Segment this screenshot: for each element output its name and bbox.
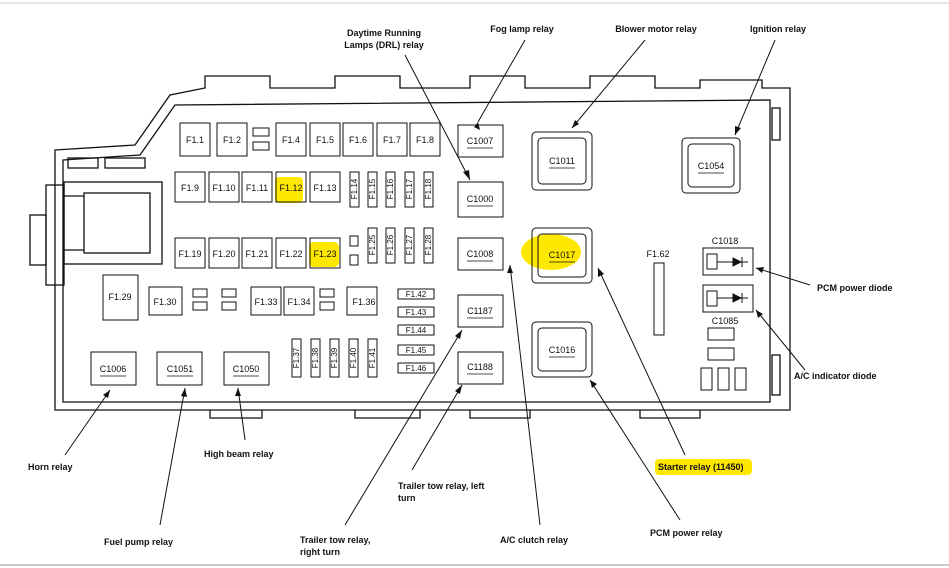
fuse-f1-28: F1.28: [424, 234, 433, 255]
label-trailer-right-line1: Trailer tow relay,: [300, 535, 370, 545]
label-ac-indicator-diode: A/C indicator diode: [794, 371, 877, 381]
fuse-f1-42: F1.42: [406, 290, 427, 299]
fuse-f1-1: F1.1: [186, 135, 204, 145]
highlight-marks: [275, 177, 752, 475]
fuse-f1-41: F1.41: [368, 347, 377, 368]
fuse-f1-36: F1.36: [352, 297, 375, 307]
fuse-f1-34: F1.34: [287, 297, 310, 307]
label-trailer-right-line2: right turn: [300, 547, 340, 557]
fuse-f1-44: F1.44: [406, 326, 427, 335]
label-fuel-pump-relay: Fuel pump relay: [104, 537, 173, 547]
diode-area: [653, 247, 754, 391]
fuse-row-fourth: [102, 274, 435, 378]
fuse-f1-45: F1.45: [406, 346, 427, 355]
connector-c1187: C1187: [467, 306, 493, 316]
connector-c1085: C1085: [712, 316, 739, 326]
fuse-f1-19: F1.19: [178, 249, 201, 259]
fuse-f1-17: F1.17: [405, 178, 414, 199]
fuse-f1-4: F1.4: [282, 135, 300, 145]
fuse-f1-40: F1.40: [349, 347, 358, 368]
fuse-f1-11: F1.11: [246, 183, 268, 193]
connector-c1188: C1188: [467, 362, 493, 372]
highlight-f1-12: [275, 177, 303, 203]
fuse-f1-2: F1.2: [223, 135, 241, 145]
relay-row-bottom-left: [90, 351, 270, 386]
fuse-f1-23: F1.23: [313, 249, 336, 259]
highlight-c1017: [521, 234, 581, 270]
fuse-f1-20: F1.20: [212, 249, 235, 259]
connector-c1054: C1054: [698, 161, 725, 171]
fuse-f1-26: F1.26: [386, 234, 395, 255]
label-pcm-power-diode: PCM power diode: [817, 283, 893, 293]
connector-c1016: C1016: [549, 345, 576, 355]
fuse-f1-38: F1.38: [311, 347, 320, 368]
fuse-f1-46: F1.46: [406, 364, 427, 373]
callout-arrowheads: [103, 120, 764, 398]
connector-c1051: C1051: [167, 364, 194, 374]
fuse-f1-29: F1.29: [108, 292, 131, 302]
fuse-f1-27: F1.27: [405, 234, 414, 255]
fuse-row-top: [179, 122, 441, 157]
fuse-f1-14: F1.14: [350, 178, 359, 199]
highlight-starter-relay: [655, 459, 752, 475]
fuse-f1-5: F1.5: [316, 135, 334, 145]
label-fog-lamp-relay: Fog lamp relay: [490, 24, 554, 34]
fuse-f1-13: F1.13: [313, 183, 336, 193]
label-drl-relay-line2: Lamps (DRL) relay: [344, 40, 424, 50]
connector-c1007: C1007: [467, 136, 494, 146]
label-pcm-power-relay: PCM power relay: [650, 528, 723, 538]
relay-column-middle: [457, 124, 504, 385]
connector-c1050: C1050: [233, 364, 260, 374]
fuse-f1-12: F1.12: [279, 183, 302, 193]
fuse-f1-10: F1.10: [212, 183, 235, 193]
fuse-f1-62: F1.62: [646, 249, 669, 259]
fuse-f1-8: F1.8: [416, 135, 434, 145]
label-high-beam-relay: High beam relay: [204, 449, 274, 459]
fuse-f1-22: F1.22: [279, 249, 302, 259]
fuse-f1-18: F1.18: [424, 178, 433, 199]
connector-c1018: C1018: [712, 236, 739, 246]
relay-large: [531, 131, 741, 378]
fuse-f1-16: F1.16: [386, 178, 395, 199]
fuse-f1-39: F1.39: [330, 347, 339, 368]
fuse-f1-25: F1.25: [368, 234, 377, 255]
label-ac-clutch-relay: A/C clutch relay: [500, 535, 568, 545]
connector-c1000: C1000: [467, 194, 494, 204]
fuse-f1-33: F1.33: [254, 297, 277, 307]
connector-underlines: [100, 147, 724, 377]
fuse-f1-7: F1.7: [383, 135, 401, 145]
label-trailer-left-line2: turn: [398, 493, 416, 503]
connector-c1008: C1008: [467, 249, 494, 259]
fuse-f1-15: F1.15: [368, 178, 377, 199]
label-blower-motor-relay: Blower motor relay: [615, 24, 697, 34]
connector-c1011: C1011: [549, 156, 575, 166]
label-ignition-relay: Ignition relay: [750, 24, 806, 34]
connector-c1006: C1006: [100, 364, 127, 374]
label-trailer-left-line1: Trailer tow relay, left: [398, 481, 484, 491]
fuse-box-housing: [29, 75, 791, 419]
highlight-f1-23: [309, 242, 339, 267]
fuse-f1-21: F1.21: [245, 249, 268, 259]
fuse-row-second: [174, 171, 434, 208]
fuse-f1-9: F1.9: [181, 183, 199, 193]
callout-arrows: [64, 39, 811, 526]
label-drl-relay-line1: Daytime Running: [347, 28, 421, 38]
label-starter-relay: Starter relay (11450): [658, 462, 744, 472]
fuse-f1-37: F1.37: [292, 347, 301, 368]
label-horn-relay: Horn relay: [28, 462, 73, 472]
connector-c1017: C1017: [549, 250, 576, 260]
fuse-row-third: [174, 227, 434, 269]
fuse-f1-43: F1.43: [406, 308, 427, 317]
fuse-f1-6: F1.6: [349, 135, 367, 145]
fuse-f1-30: F1.30: [153, 297, 176, 307]
